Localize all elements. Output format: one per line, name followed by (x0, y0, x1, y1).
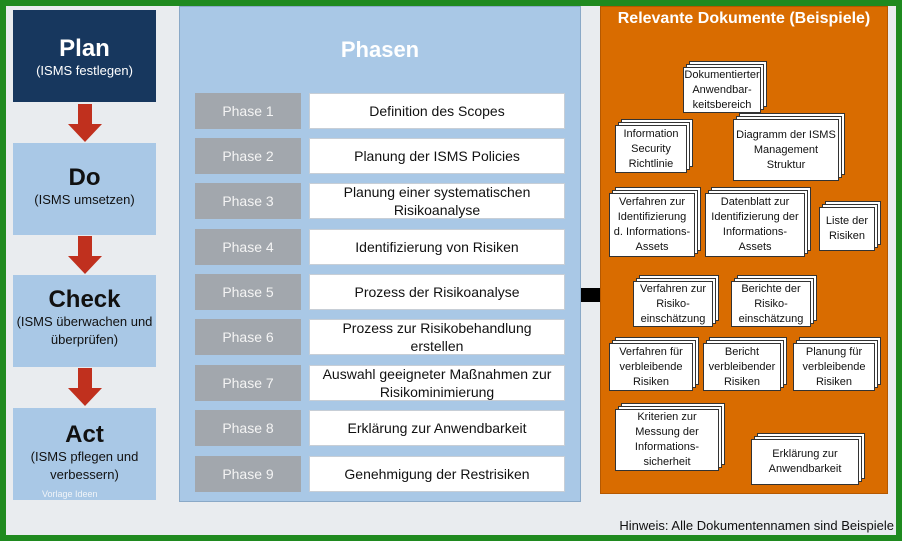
plan-box: Plan (ISMS festlegen) (13, 10, 156, 102)
check-title: Check (48, 286, 121, 313)
act-title: Act (65, 421, 104, 448)
document-card: Planung für verbleibende Risiken (793, 343, 875, 391)
document-card: Verfahren zur Identifizierung d. Informa… (609, 193, 695, 257)
phase-label: Phase 7 (195, 365, 301, 401)
watermark-text: Vorlage Ideen (42, 489, 98, 499)
document-card: Berichte der Risiko-einschätzung (731, 281, 811, 327)
phase-label: Phase 8 (195, 410, 301, 446)
arrow-down-icon (68, 104, 102, 142)
do-box: Do (ISMS umsetzen) (13, 143, 156, 235)
phase-label: Phase 6 (195, 319, 301, 355)
do-title: Do (68, 164, 101, 191)
check-box: Check (ISMS überwachen und überprüfen) (13, 275, 156, 367)
document-card: Datenblatt zur Identifizierung der Infor… (705, 193, 805, 257)
phase-description: Genehmigung der Restrisiken (309, 456, 565, 492)
phase-description: Planung der ISMS Policies (309, 138, 565, 174)
act-box: Act (ISMS pflegen und verbessern) (13, 408, 156, 500)
act-subtitle: (ISMS pflegen und verbessern) (30, 449, 139, 482)
check-subtitle: (ISMS überwachen und überprüfen) (16, 314, 153, 347)
arrow-down-icon (68, 236, 102, 274)
phase-description: Planung einer systematischen Risikoanaly… (309, 183, 565, 219)
phase-description: Prozess zur Risikobehandlung erstellen (309, 319, 565, 355)
diagram-canvas: Plan (ISMS festlegen) Do (ISMS umsetzen)… (6, 6, 896, 535)
documents-panel: Relevante Dokumente (Beispiele) Dokument… (600, 6, 888, 494)
document-card: Verfahren zur Risiko-einschätzung (633, 281, 713, 327)
document-card: Bericht verbleibender Risiken (703, 343, 781, 391)
phase-description: Erklärung zur Anwendbarkeit (309, 410, 565, 446)
phase-description: Prozess der Risikoanalyse (309, 274, 565, 310)
phase-description: Definition des Scopes (309, 93, 565, 129)
phase-label: Phase 9 (195, 456, 301, 492)
phase-label: Phase 2 (195, 138, 301, 174)
document-card: Liste der Risiken (819, 207, 875, 251)
document-card: Erklärung zur Anwendbarkeit (751, 439, 859, 485)
document-card: Dokumentierter Anwendbar-keitsbereich (683, 67, 761, 113)
phase-description: Identifizierung von Risiken (309, 229, 565, 265)
hint-text: Hinweis: Alle Dokumentennamen sind Beisp… (619, 518, 894, 533)
phase-label: Phase 1 (195, 93, 301, 129)
plan-subtitle: (ISMS festlegen) (36, 63, 133, 78)
phase-label: Phase 3 (195, 183, 301, 219)
document-card: Diagramm der ISMS Management Struktur (733, 119, 839, 181)
phase-label: Phase 5 (195, 274, 301, 310)
documents-title: Relevante Dokumente (Beispiele) (617, 10, 871, 27)
plan-title: Plan (59, 35, 110, 62)
phase-description: Auswahl geeigneter Maßnahmen zur Risikom… (309, 365, 565, 401)
document-card: Verfahren für verbleibende Risiken (609, 343, 693, 391)
phases-title: Phasen (340, 37, 420, 62)
document-card: Kriterien zur Messung der Informations-s… (615, 409, 719, 471)
arrow-down-icon (68, 368, 102, 406)
document-card: Information Security Richtlinie (615, 125, 687, 173)
phase-label: Phase 4 (195, 229, 301, 265)
phases-panel: Phasen Phase 1 Definition des Scopes Pha… (179, 6, 581, 502)
do-subtitle: (ISMS umsetzen) (34, 192, 135, 207)
